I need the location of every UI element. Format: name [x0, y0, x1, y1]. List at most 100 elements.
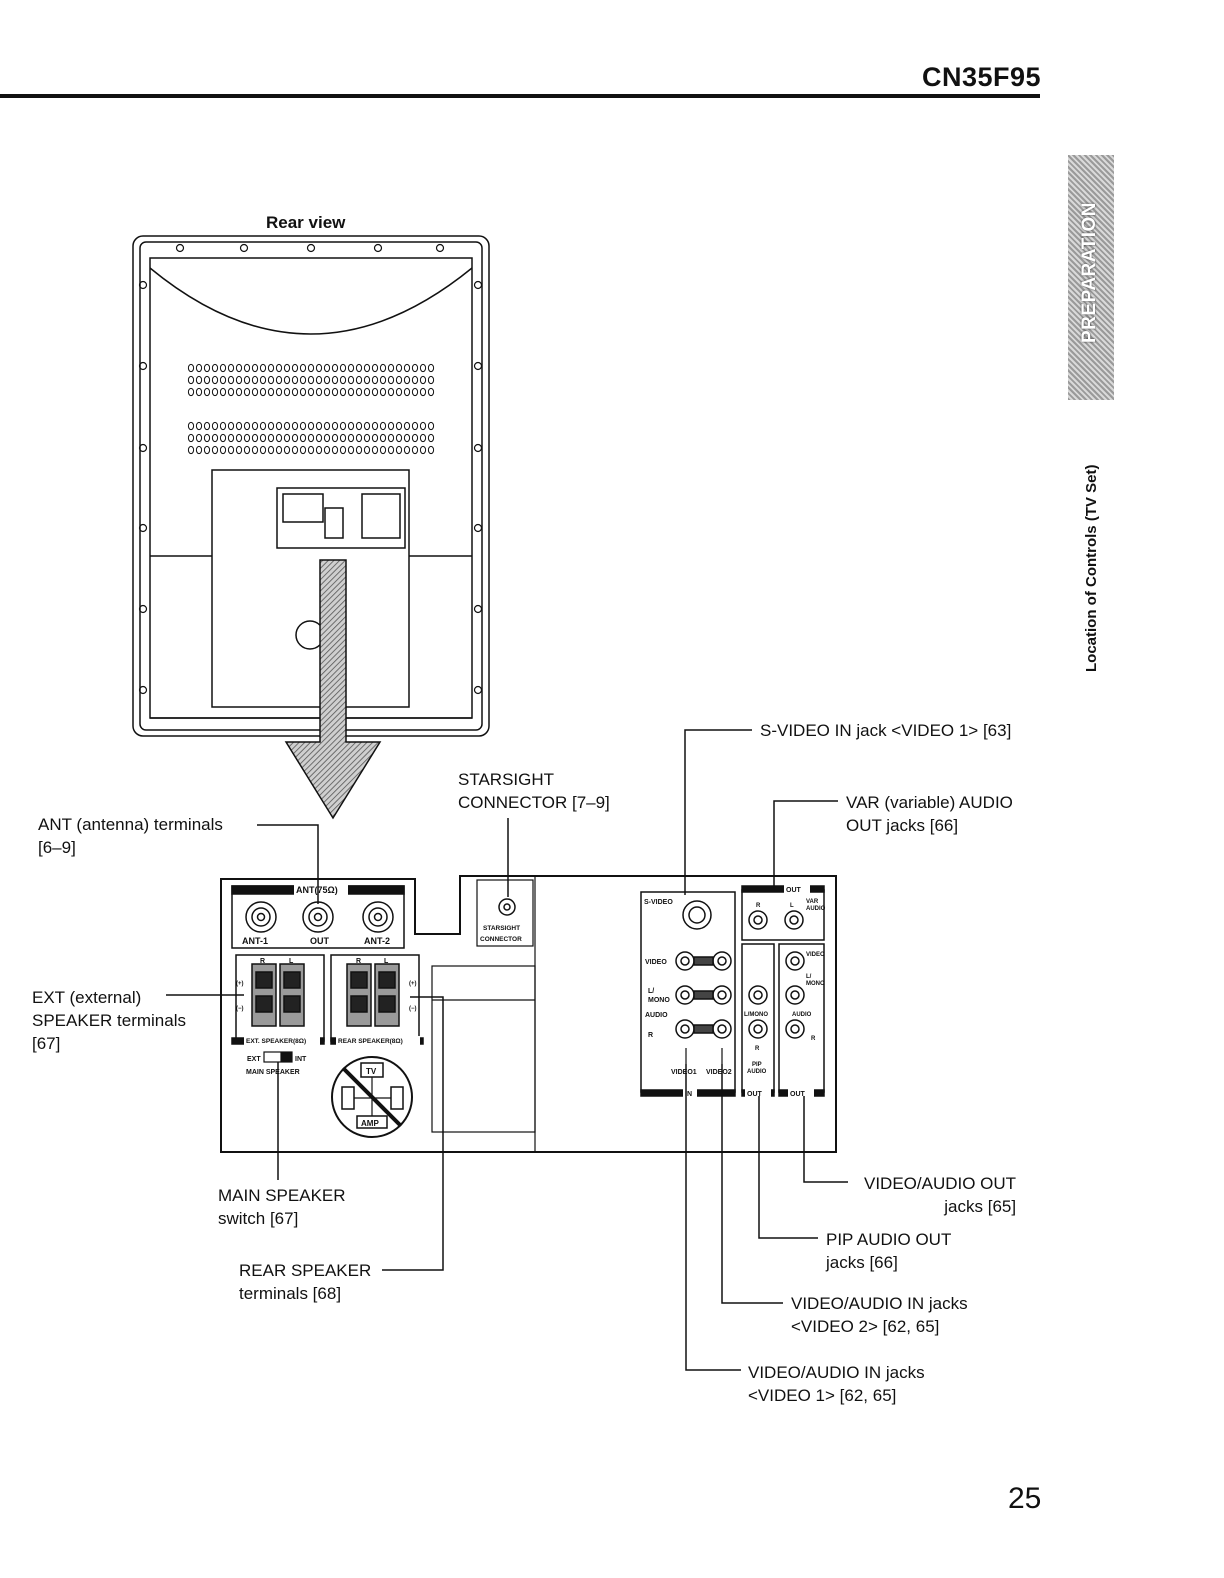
vent-hole: [291, 363, 299, 373]
vent-hole: [339, 421, 347, 431]
vent-hole: [203, 445, 211, 455]
out-video-label: VIDEO: [806, 952, 825, 958]
ant1-label: ANT-1: [242, 936, 268, 946]
switch-ext-label: EXT: [247, 1056, 261, 1063]
vent-hole: [267, 363, 275, 373]
vent-hole: [195, 433, 203, 443]
vent-hole: [195, 363, 203, 373]
vent-hole: [227, 363, 235, 373]
vent-hole: [411, 433, 419, 443]
callout-antenna-terminals: ANT (antenna) terminals [6–9]: [38, 815, 223, 857]
vent-hole: [323, 445, 331, 455]
pip-l-mono-label: L/MONO: [744, 1012, 768, 1018]
video1-audio-l-jack: [675, 985, 695, 1005]
out-l-mono-label-1: L/: [806, 974, 812, 980]
vent-hole: [299, 445, 307, 455]
vent-hole: [347, 433, 355, 443]
video1-audio-r-jack: [675, 1019, 695, 1039]
vent-hole: [395, 387, 403, 397]
vent-hole: [211, 363, 219, 373]
vent-hole: [251, 445, 259, 455]
vent-hole: [299, 375, 307, 385]
vent-hole: [291, 375, 299, 385]
l-mono-label-1: L/: [648, 988, 654, 995]
ant-out-label: OUT: [310, 936, 330, 946]
vent-hole: [235, 421, 243, 431]
svideo-jack: [682, 900, 712, 930]
vent-hole: [379, 421, 387, 431]
vent-hole: [427, 363, 435, 373]
ext-r-label: R: [260, 958, 265, 965]
vent-hole: [219, 421, 227, 431]
vent-hole: [403, 387, 411, 397]
vent-hole: [259, 445, 267, 455]
vent-hole: [427, 375, 435, 385]
video-label: VIDEO: [645, 959, 667, 966]
vent-hole: [291, 421, 299, 431]
switch-int-label: INT: [295, 1056, 307, 1063]
vent-hole: [235, 387, 243, 397]
vent-hole: [331, 387, 339, 397]
vent-hole: [355, 387, 363, 397]
callout-starsight-connector: STARSIGHT CONNECTOR [7–9]: [458, 770, 610, 812]
vent-hole: [211, 433, 219, 443]
vent-hole: [323, 375, 331, 385]
vent-hole: [251, 433, 259, 443]
vent-hole: [347, 421, 355, 431]
vent-hole: [275, 421, 283, 431]
vent-hole: [243, 421, 251, 431]
vent-hole: [275, 445, 283, 455]
vent-hole: [187, 387, 195, 397]
vent-hole: [267, 421, 275, 431]
vent-hole: [243, 387, 251, 397]
vent-hole: [411, 445, 419, 455]
vent-hole: [283, 375, 291, 385]
vent-hole: [371, 433, 379, 443]
vent-hole: [339, 387, 347, 397]
ant-out-jack: [302, 901, 334, 933]
vent-hole: [267, 387, 275, 397]
vent-hole: [315, 445, 323, 455]
vent-hole: [323, 387, 331, 397]
starsight-label-2: CONNECTOR: [480, 936, 522, 943]
rear-r-label: R: [356, 958, 361, 965]
main-speaker-label: MAIN SPEAKER: [246, 1069, 300, 1076]
vent-hole: [219, 445, 227, 455]
vent-hole: [323, 363, 331, 373]
vent-hole: [371, 421, 379, 431]
vent-hole: [195, 375, 203, 385]
jack-panel: [220, 875, 837, 1153]
vent-hole: [403, 445, 411, 455]
pip-label-2: AUDIO: [747, 1069, 767, 1075]
vent-hole: [259, 363, 267, 373]
video2-audio-l-jack: [712, 985, 732, 1005]
vent-hole: [259, 375, 267, 385]
video2-video-jack: [712, 951, 732, 971]
vent-hole: [235, 363, 243, 373]
vent-hole: [259, 433, 267, 443]
vent-hole: [307, 363, 315, 373]
vent-hole: [395, 433, 403, 443]
in-label: IN: [685, 1091, 692, 1098]
vent-hole: [427, 445, 435, 455]
vent-hole: [419, 375, 427, 385]
var-l-jack: [784, 910, 804, 930]
vent-hole: [267, 375, 275, 385]
vent-hole: [251, 387, 259, 397]
vent-hole: [331, 375, 339, 385]
av-out-label: OUT: [790, 1091, 806, 1098]
vent-hole: [283, 433, 291, 443]
vent-hole: [387, 387, 395, 397]
vent-hole: [355, 421, 363, 431]
vent-hole: [203, 433, 211, 443]
vent-hole: [427, 433, 435, 443]
vent-hole: [315, 363, 323, 373]
vent-hole: [411, 363, 419, 373]
vent-hole: [187, 363, 195, 373]
vent-hole: [347, 445, 355, 455]
vent-hole: [323, 433, 331, 443]
vent-hole: [339, 433, 347, 443]
vent-hole: [283, 421, 291, 431]
var-r-jack: [748, 910, 768, 930]
callout-rear-speaker-terminals: REAR SPEAKER terminals [68]: [239, 1261, 372, 1303]
